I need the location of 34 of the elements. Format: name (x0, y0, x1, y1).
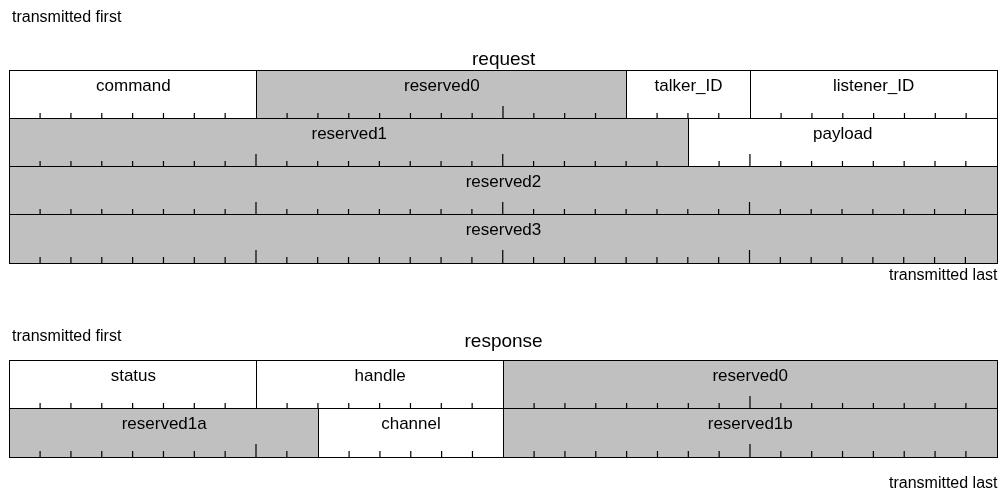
transmission-note: transmitted last (889, 266, 998, 284)
field-name: talker_ID (653, 76, 724, 97)
bit-field (502, 360, 998, 410)
field-name: payload (812, 124, 874, 145)
bit-field (749, 70, 998, 120)
field-name: reserved3 (464, 220, 543, 241)
transmission-note: transmitted first (12, 327, 122, 345)
field-name: listener_ID (832, 76, 916, 97)
table-title: response (464, 330, 543, 352)
bit-field (9, 70, 258, 120)
transmission-note: transmitted last (889, 474, 998, 492)
bit-field (9, 166, 998, 216)
bit-field (317, 408, 505, 458)
bit-field (502, 408, 998, 458)
field-name: reserved2 (464, 172, 543, 193)
transmission-note: transmitted first (12, 8, 122, 26)
bit-field (9, 214, 998, 264)
field-name: handle (353, 366, 407, 387)
bit-field (687, 118, 998, 168)
bit-field (9, 408, 320, 458)
field-name: status (109, 366, 158, 387)
field-name: command (95, 76, 172, 97)
field-name: reserved0 (403, 76, 481, 97)
field-name: channel (380, 414, 442, 435)
field-name: reserved1a (120, 414, 208, 435)
field-name: reserved1b (706, 414, 794, 435)
field-name: reserved1 (310, 124, 389, 145)
field-name: reserved0 (711, 366, 790, 387)
bit-field (256, 360, 505, 410)
table-title: request (472, 48, 536, 70)
bit-field (9, 360, 258, 410)
bit-field (256, 70, 628, 120)
bit-field (9, 118, 690, 168)
bit-field (626, 70, 751, 120)
